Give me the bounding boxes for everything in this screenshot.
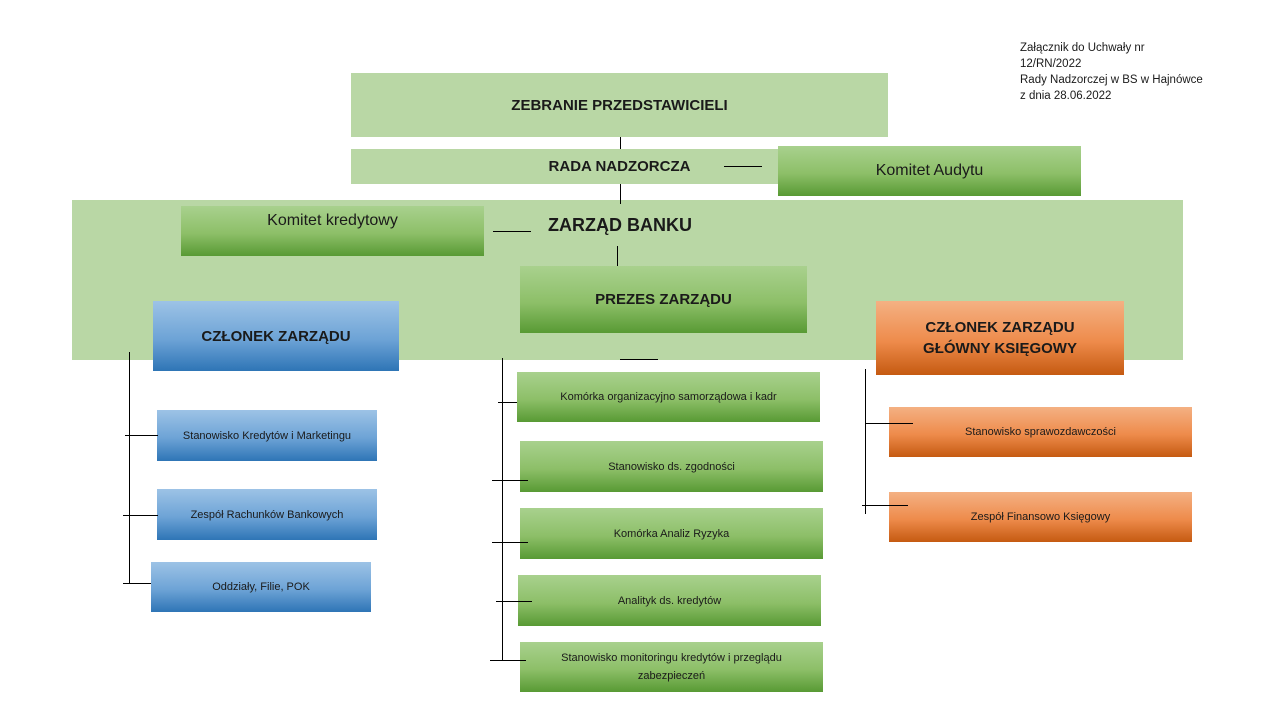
- czlonek-label: CZŁONEK ZARZĄDU: [201, 327, 351, 345]
- unit-label: Komórka Analiz Ryzyka: [613, 527, 730, 540]
- center-branch-4: [496, 601, 532, 602]
- annex-note-line-3: Rady Nadzorczej w BS w Hajnówce: [1020, 74, 1203, 86]
- unit-zgodnosc: Stanowisko ds. zgodności: [520, 441, 823, 492]
- czlonek-gk-box: CZŁONEK ZARZĄDU GŁÓWNY KSIĘGOWY: [876, 301, 1124, 375]
- right-branch-2: [862, 505, 908, 506]
- komitet-kredytowy-box: Komitet kredytowy: [181, 206, 484, 256]
- komitet-audytu-label: Komitet Audytu: [875, 162, 984, 179]
- zebranie-przedstawicieli-box: ZEBRANIE PRZEDSTAWICIELI: [351, 73, 888, 137]
- prezes-zarzadu-box: PREZES ZARZĄDU: [520, 266, 807, 333]
- center-branch-2: [492, 480, 528, 481]
- unit-label: Analityk ds. kredytów: [617, 594, 722, 607]
- unit-monitoring-kredytow: Stanowisko monitoringu kredytów i przegl…: [520, 642, 823, 692]
- unit-komorka-organizacyjna: Komórka organizacyjno samorządowa i kadr: [517, 372, 820, 422]
- unit-label: Zespół Rachunków Bankowych: [190, 508, 344, 521]
- unit-analityk-kredytow: Analityk ds. kredytów: [518, 575, 821, 626]
- connector-zebranie-rada: [620, 137, 621, 149]
- zarzad-banku-title: ZARZĄD BANKU: [520, 212, 720, 238]
- komitet-audytu-box: Komitet Audytu: [778, 146, 1081, 196]
- left-branch-1: [125, 435, 158, 436]
- unit-label: Komórka organizacyjno samorządowa i kadr: [560, 391, 777, 403]
- zebranie-label: ZEBRANIE PRZEDSTAWICIELI: [511, 96, 728, 114]
- czlonek-gk-label-1: CZŁONEK ZARZĄDU: [925, 319, 1075, 336]
- unit-analiz-ryzyka: Komórka Analiz Ryzyka: [520, 508, 823, 559]
- unit-zespol-rachunkow: Zespół Rachunków Bankowych: [157, 489, 377, 540]
- unit-zespol-finansowo-ksiegowy: Zespół Finansowo Księgowy: [889, 492, 1192, 542]
- czlonek-zarzadu-box: CZŁONEK ZARZĄDU: [153, 301, 399, 371]
- right-branch-1: [866, 423, 913, 424]
- unit-stanowisko-kredytow: Stanowisko Kredytów i Marketingu: [157, 410, 377, 461]
- rada-label: RADA NADZORCZA: [548, 158, 691, 175]
- center-branch-5: [490, 660, 526, 661]
- unit-oddzialy: Oddziały, Filie, POK: [151, 562, 371, 612]
- connector-below-band: [620, 359, 658, 360]
- center-branch-3: [492, 542, 528, 543]
- connector-rada-zarzad: [620, 184, 621, 204]
- unit-label: Stanowisko sprawozdawczości: [964, 426, 1116, 438]
- left-branch-3: [123, 583, 151, 584]
- unit-label: Oddziały, Filie, POK: [212, 581, 310, 593]
- czlonek-gk-label-2: GŁÓWNY KSIĘGOWY: [923, 340, 1077, 357]
- connector-kredytowy-zarzad: [493, 231, 531, 232]
- unit-sprawozdawczosc: Stanowisko sprawozdawczości: [889, 407, 1192, 457]
- annex-note: Załącznik do Uchwały nr 12/RN/2022 Rady …: [1020, 40, 1203, 104]
- annex-note-line-4: z dnia 28.06.2022: [1020, 90, 1112, 102]
- left-branch-2: [123, 515, 158, 516]
- right-bracket-vertical: [865, 369, 866, 514]
- unit-label: Stanowisko monitoringu kredytów i przegl…: [561, 652, 782, 682]
- zarzad-label: ZARZĄD BANKU: [548, 214, 692, 235]
- komitet-kredytowy-label: Komitet kredytowy: [267, 212, 398, 229]
- annex-note-line-2: 12/RN/2022: [1020, 58, 1082, 70]
- connector-zarzad-prezes: [617, 246, 618, 266]
- connector-rada-audyt: [724, 166, 762, 167]
- center-bracket-vertical: [502, 358, 503, 660]
- unit-label: Stanowisko Kredytów i Marketingu: [182, 429, 352, 442]
- unit-label: Stanowisko ds. zgodności: [608, 460, 735, 473]
- left-bracket-vertical: [129, 352, 130, 584]
- annex-note-line-1: Załącznik do Uchwały nr: [1020, 42, 1145, 54]
- center-branch-1: [498, 402, 517, 403]
- prezes-label: PREZES ZARZĄDU: [595, 291, 732, 308]
- unit-label: Zespół Finansowo Księgowy: [970, 511, 1111, 523]
